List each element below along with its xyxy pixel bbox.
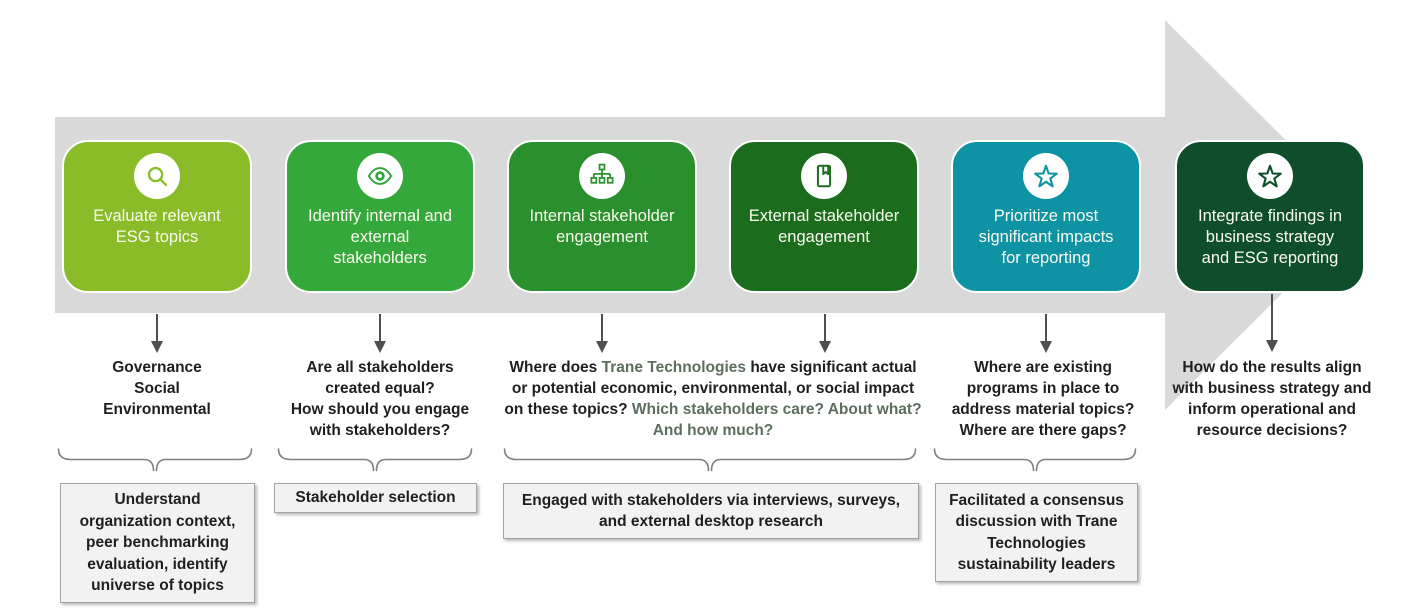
note-text-muted: Which stakeholders care? About what? bbox=[631, 401, 922, 418]
output-box-engagement: Engaged with stakeholders via interviews… bbox=[503, 483, 919, 539]
icon-circle bbox=[357, 153, 403, 199]
note-line: or potential economic, environmental, or… bbox=[483, 378, 943, 399]
brace bbox=[57, 446, 253, 473]
eye-icon bbox=[367, 167, 393, 185]
note-line: on these topics? Which stakeholders care… bbox=[483, 399, 943, 420]
note-text: or potential economic, environmental, or… bbox=[511, 380, 915, 397]
icon-circle bbox=[801, 153, 847, 199]
icon-circle bbox=[579, 153, 625, 199]
note-impact-questions: Where does Trane Technologies have signi… bbox=[483, 357, 943, 441]
book-icon bbox=[816, 164, 832, 188]
note-text: have significant actual bbox=[746, 359, 917, 376]
down-arrow bbox=[150, 314, 163, 353]
icon-circle bbox=[1023, 153, 1069, 199]
org-chart-icon bbox=[590, 163, 614, 184]
note-line: And how much? bbox=[483, 420, 943, 441]
down-arrow bbox=[373, 314, 386, 353]
brace bbox=[503, 446, 917, 473]
icon-circle bbox=[1247, 153, 1293, 199]
note-line: Where does Trane Technologies have signi… bbox=[483, 357, 943, 378]
star-icon bbox=[1258, 164, 1282, 188]
brace bbox=[277, 446, 473, 473]
star-icon bbox=[1034, 164, 1058, 188]
icon-circle bbox=[134, 153, 180, 199]
down-arrow bbox=[595, 314, 608, 353]
note-text-muted: Trane Technologies bbox=[601, 359, 747, 376]
output-box-stakeholder-selection: Stakeholder selection bbox=[274, 483, 477, 513]
magnifier-icon bbox=[147, 166, 168, 187]
note-text: Where does bbox=[509, 359, 602, 376]
down-arrow bbox=[818, 314, 831, 353]
note-text: on these topics? bbox=[504, 401, 632, 418]
down-arrow bbox=[1265, 294, 1278, 352]
down-arrow bbox=[1039, 314, 1052, 353]
brace bbox=[933, 446, 1137, 473]
note-text-muted: And how much? bbox=[652, 422, 774, 439]
